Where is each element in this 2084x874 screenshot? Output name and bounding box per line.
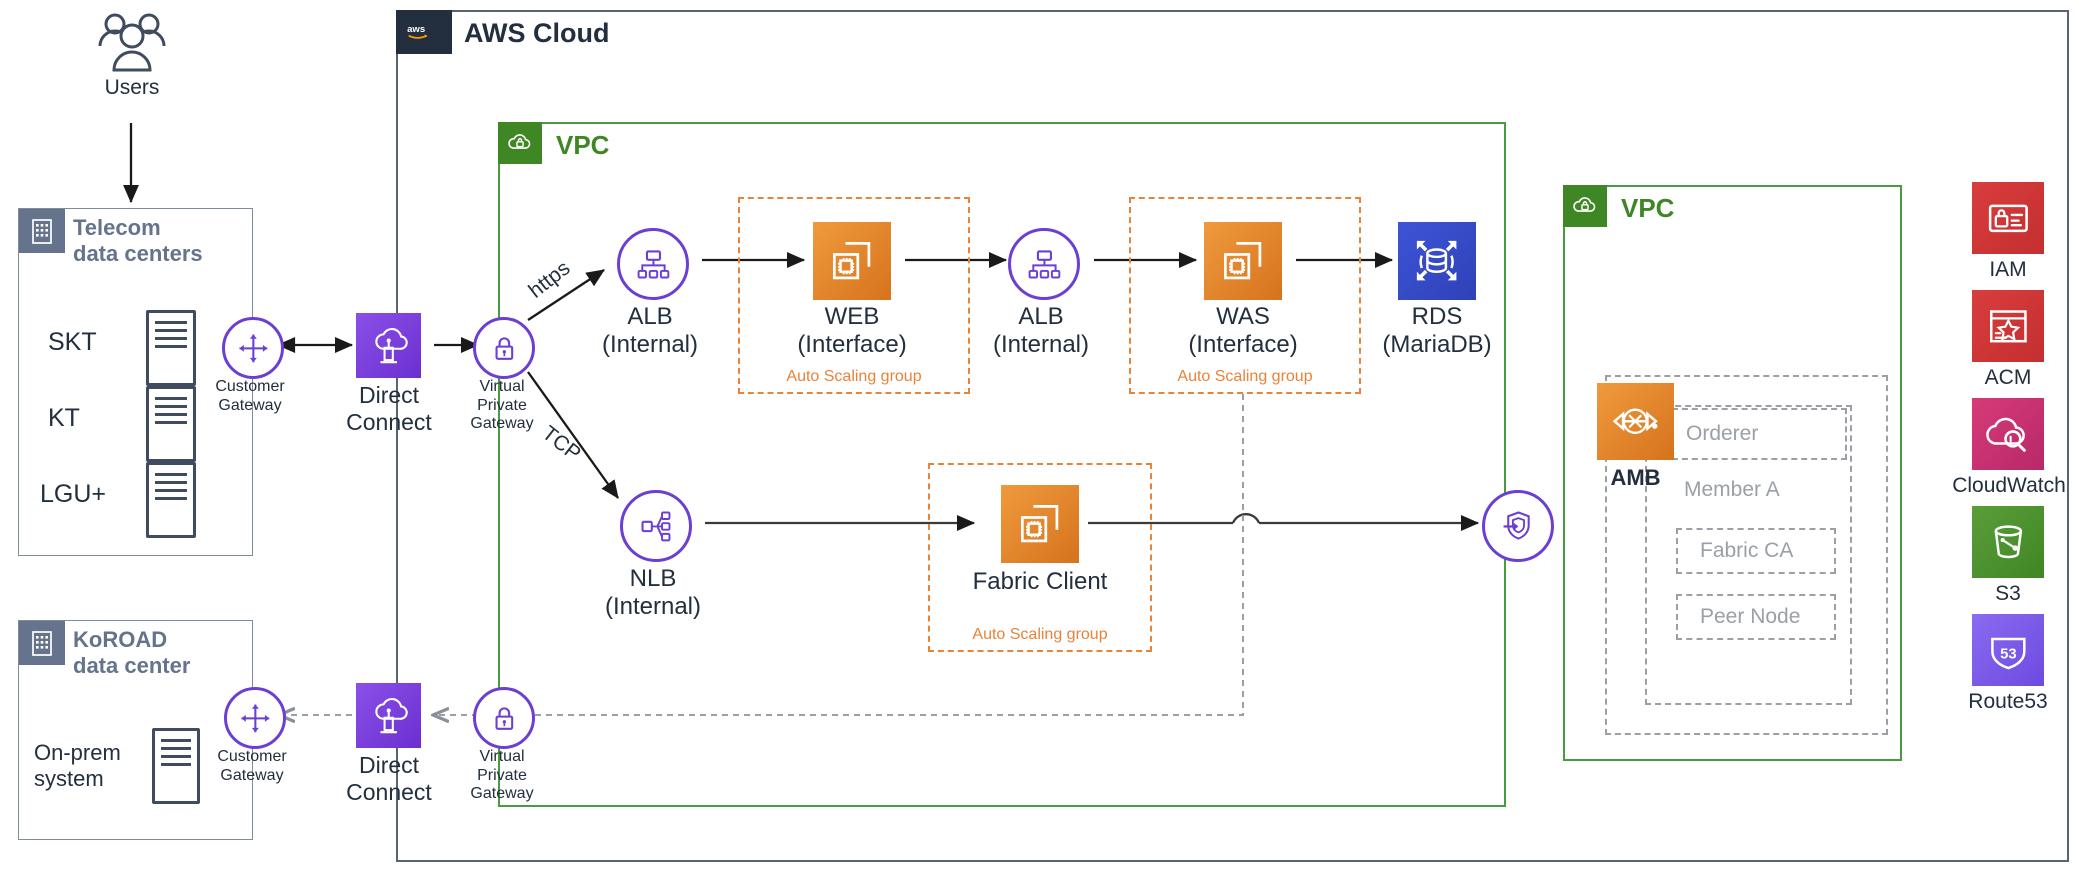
amb-network-box	[1605, 375, 1888, 735]
acm-label: ACM	[1984, 366, 2032, 389]
users-icon	[87, 10, 177, 74]
fabric-client-label: Fabric Client	[972, 568, 1108, 595]
amb-orderer-label: Orderer	[1686, 422, 1759, 445]
cloudwatch-label: CloudWatch	[1952, 474, 2066, 497]
telecom-data-center-box: Telecom data centers	[18, 208, 253, 556]
koroad-data-center-title: KoROAD data center	[73, 627, 191, 679]
customer-gateway-icon[interactable]	[222, 317, 284, 379]
amb-fabric-ca-box[interactable]: Fabric CA	[1676, 528, 1836, 574]
vpc-endpoint-icon[interactable]	[1482, 490, 1554, 562]
amb-orderer-box[interactable]: Orderer	[1662, 408, 1847, 460]
koroad-onprem-label: On-prem system	[34, 740, 121, 792]
telecom-server-label-skt: SKT	[48, 328, 97, 356]
vpc-cloud-icon	[1563, 185, 1607, 227]
amb-vpc-title: VPC	[1621, 193, 1675, 223]
iam-label: IAM	[1989, 258, 2027, 281]
alb-was-label: ALB (Internal)	[992, 303, 1090, 358]
web-label: WEB (Interface)	[797, 303, 907, 358]
application-load-balancer-icon[interactable]	[617, 228, 689, 300]
amb-member-a-label: Member A	[1684, 478, 1780, 501]
was-label: WAS (Interface)	[1188, 303, 1298, 358]
asg-web: Auto Scaling group	[738, 197, 970, 394]
telecom-server-label-kt: KT	[48, 404, 80, 432]
telecom-server-label-lgu: LGU+	[40, 480, 107, 508]
telecom-server-row-0: SKT	[38, 312, 238, 378]
asg-fabric-client: Auto Scaling group	[928, 463, 1152, 652]
direct-connect-icon[interactable]	[356, 683, 421, 748]
server-icon	[146, 462, 196, 538]
aws-cloud-boundary: aws AWS Cloud	[396, 10, 2069, 862]
koroad-direct-connect-label: Direct Connect	[346, 752, 432, 805]
telecom-direct-connect-label: Direct Connect	[346, 382, 432, 435]
amb-fabric-ca-label: Fabric CA	[1700, 539, 1794, 562]
application-load-balancer-icon[interactable]	[1008, 228, 1080, 300]
main-vpc-title: VPC	[556, 130, 610, 160]
amb-label: AMB	[1610, 465, 1661, 490]
ec2-instances-icon[interactable]	[1001, 485, 1079, 563]
asg-was: Auto Scaling group	[1129, 197, 1361, 394]
amb-vpc-boundary: VPC	[1563, 185, 1902, 761]
koroad-data-center-box: KoROAD data center	[18, 620, 253, 840]
corporate-data-center-icon	[19, 209, 65, 253]
amb-peer-node-label: Peer Node	[1700, 605, 1801, 628]
telecom-vpg-label: Virtual Private Gateway	[470, 378, 534, 433]
telecom-customer-gateway-label: Customer Gateway	[215, 378, 285, 414]
virtual-private-gateway-icon[interactable]	[473, 317, 535, 379]
telecom-data-center-title: Telecom data centers	[73, 215, 203, 267]
nlb-label: NLB (Internal)	[604, 565, 702, 620]
server-icon	[152, 728, 200, 804]
managed-blockchain-icon[interactable]	[1597, 383, 1674, 460]
rds-label: RDS (MariaDB)	[1382, 303, 1492, 358]
koroad-customer-gateway-label: Customer Gateway	[217, 748, 287, 784]
iam-icon[interactable]	[1972, 182, 2044, 254]
virtual-private-gateway-icon[interactable]	[473, 687, 535, 749]
telecom-server-row-1: KT	[38, 388, 238, 454]
rds-database-icon[interactable]	[1398, 222, 1476, 300]
acm-icon[interactable]	[1972, 290, 2044, 362]
customer-gateway-icon[interactable]	[224, 687, 286, 749]
main-vpc-boundary: VPC	[498, 122, 1506, 807]
route53-label: Route53	[1968, 690, 2048, 713]
amb-member-box	[1645, 405, 1852, 705]
server-icon	[146, 310, 196, 386]
direct-connect-icon[interactable]	[356, 313, 421, 378]
asg-was-caption: Auto Scaling group	[1177, 368, 1313, 385]
aws-cloud-title: AWS Cloud	[464, 18, 610, 48]
server-icon	[146, 386, 196, 462]
network-load-balancer-icon[interactable]	[620, 490, 692, 562]
asg-web-caption: Auto Scaling group	[786, 368, 922, 385]
s3-label: S3	[1995, 582, 2021, 605]
cloudwatch-icon[interactable]	[1972, 398, 2044, 470]
users-label: Users	[104, 76, 160, 99]
route53-icon[interactable]: 53	[1972, 614, 2044, 686]
corporate-data-center-icon	[19, 621, 65, 665]
alb-web-label: ALB (Internal)	[601, 303, 699, 358]
vpc-cloud-icon	[498, 122, 542, 164]
ec2-instances-icon[interactable]	[1204, 222, 1282, 300]
svg-text:53: 53	[2000, 646, 2016, 662]
telecom-server-row-2: LGU+	[38, 464, 238, 530]
asg-fabric-client-caption: Auto Scaling group	[972, 626, 1108, 643]
svg-text:aws: aws	[407, 24, 425, 35]
aws-logo-icon: aws	[396, 10, 452, 54]
s3-bucket-icon[interactable]	[1972, 506, 2044, 578]
amb-peer-node-box[interactable]: Peer Node	[1676, 594, 1836, 640]
ec2-instances-icon[interactable]	[813, 222, 891, 300]
koroad-vpg-label: Virtual Private Gateway	[470, 748, 534, 803]
